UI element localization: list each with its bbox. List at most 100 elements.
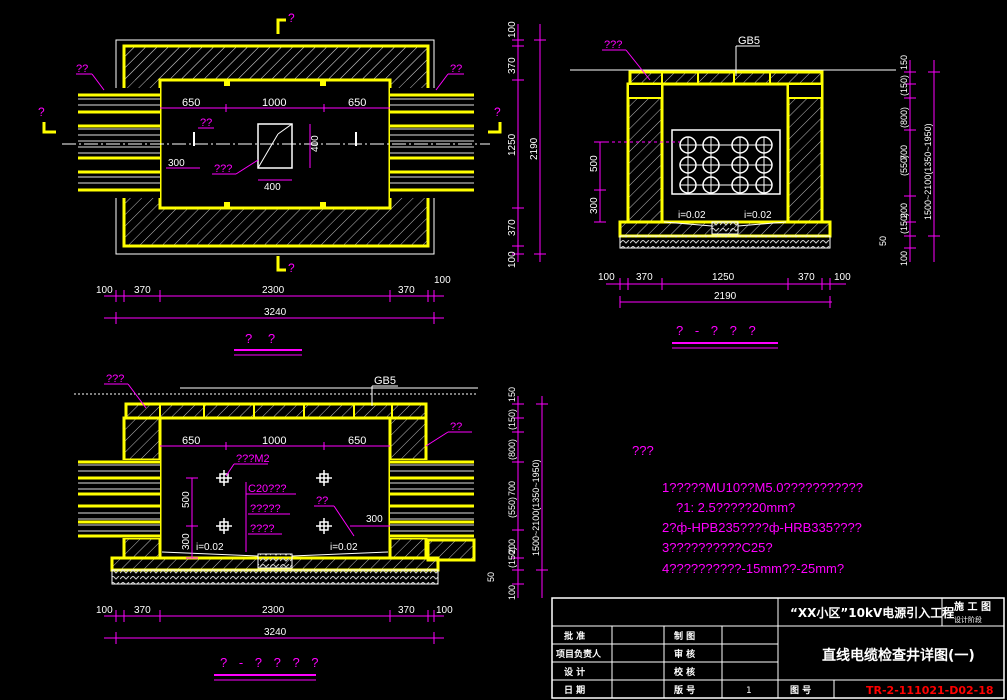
- s2-wall-right-bottom: [388, 536, 428, 560]
- plan-dim-right-3: 370: [507, 219, 518, 236]
- s2-cover-slab: [124, 402, 428, 420]
- notes-line-0: 1?????MU10??M5.0???????????: [662, 480, 863, 495]
- plan-cut-mark-right: [488, 122, 502, 134]
- s1-cover-slab: [628, 70, 824, 86]
- plan-dim-inner-h: 400: [310, 135, 321, 152]
- section-1-view: i=0.02 i=0.02 ??? GB5 500 300 150 (150) …: [570, 35, 940, 349]
- s2-cover-label: ???: [106, 373, 124, 385]
- s1-wall-left: [626, 82, 664, 224]
- plan-cut-mark-bottom: [276, 256, 286, 272]
- s1-dim-50: 50: [878, 236, 888, 246]
- s1-dim-bottom-1: 370: [636, 272, 653, 283]
- plan-conduit-right-lines: [390, 93, 474, 192]
- s2-dim-right-0: 150: [507, 387, 517, 402]
- s1-dim-range-a: 700: [899, 145, 909, 160]
- s1-cover-label: ???: [604, 39, 622, 51]
- plan-dim-bottom-4: 100: [434, 275, 451, 286]
- s2-dim-right-6: 100: [507, 585, 517, 600]
- notes: ??? 1?????MU10??M5.0??????????? ?1: 2.5?…: [632, 443, 863, 576]
- title-block: “XX小区”10kV电源引入工程 施 工 图 设计阶段 直线电缆检查井详图(一)…: [551, 597, 1005, 699]
- tb-drawing-no: TR-2-111021-D02-18: [866, 684, 994, 697]
- plan-cut-mark-top: [276, 18, 286, 34]
- plan-bottom-dim-lines: [104, 290, 444, 324]
- s1-conduit-bank: [671, 129, 781, 195]
- s1-dim-range-b: 1500~2100(1350~1950): [923, 123, 933, 220]
- tb-left-2: 设 计: [564, 666, 585, 678]
- plan-dim-bottom-total: 3240: [264, 307, 287, 318]
- plan-sump: [257, 123, 293, 169]
- plan-section-mark-top: ?: [288, 11, 295, 25]
- s2-dim-bottom-total: 3240: [264, 627, 287, 638]
- s2-dim-bottom-4: 100: [436, 605, 453, 616]
- s2-dim-right-4: 200: [507, 539, 517, 554]
- tb-project: “XX小区”10kV电源引入工程: [790, 605, 954, 620]
- s2-right-dim-lines: [512, 396, 548, 598]
- s2-dim-range-b: 1500~2100(1350~1950): [531, 459, 541, 556]
- tb-left-1: 项目负责人: [556, 648, 602, 660]
- s2-dim-300b: 300: [181, 533, 192, 550]
- plan-title: ? ?: [245, 331, 281, 346]
- s1-dim-500: 500: [589, 155, 600, 172]
- s2-brackets: [216, 470, 332, 534]
- plan-view: ? ? ? ? ?? ?? ?? ??? 650 1000 650 400 40…: [38, 11, 546, 356]
- s2-dim-50: 50: [486, 572, 496, 582]
- tb-drawing-name: 直线电缆检查井详图(一): [822, 647, 975, 664]
- plan-dim-right-2: 1250: [507, 133, 518, 156]
- plan-section-mark-bottom: ?: [288, 261, 295, 275]
- plan-sump-label: ???: [214, 163, 232, 175]
- s2-dim-bottom-0: 100: [96, 605, 113, 616]
- s2-bottom-dim-lines: [104, 610, 444, 644]
- s1-dim-right-4: 200: [899, 203, 909, 218]
- plan-dim-bottom-1: 370: [134, 285, 151, 296]
- tb-drawing-no-label: 图 号: [790, 685, 811, 696]
- s2-wall-left-top: [122, 416, 162, 462]
- s2-conc-label: C20???: [248, 483, 287, 495]
- plan-dim-inner-w: 400: [264, 182, 281, 193]
- s1-dim-300: 300: [589, 197, 600, 214]
- s1-sump: [711, 221, 739, 235]
- tb-stage: 施 工 图: [954, 600, 991, 613]
- s2-dim-right-3: (550): [507, 497, 517, 518]
- section-2-view: i=0.02 i=0.02 ??? GB5 ?? ???M2 C20??? ??…: [74, 373, 548, 681]
- plan-wall-label-left: ??: [76, 63, 88, 75]
- plan-side-mark-right: ?: [494, 105, 501, 119]
- plan-dim-top-2: 650: [348, 97, 366, 109]
- tb-left-0: 批 准: [564, 630, 585, 642]
- plan-wall-marks: [224, 80, 326, 208]
- plan-dim-top-1: 1000: [262, 97, 286, 109]
- s1-dim-bottom-4: 100: [834, 272, 851, 283]
- s1-bottom-dim-lines: [606, 278, 846, 308]
- s1-dim-right-5: (150): [899, 213, 909, 234]
- s2-label-c: ??: [316, 495, 328, 507]
- notes-heading: ???: [632, 443, 654, 458]
- plan-wall-label-right: ??: [450, 63, 462, 75]
- plan-dim-right-1: 370: [507, 57, 518, 74]
- plan-dim-right-4: 100: [507, 251, 518, 268]
- s2-dim-bottom-3: 370: [398, 605, 415, 616]
- s2-label-b: ????: [250, 523, 274, 535]
- s2-label-a: ?????: [250, 503, 281, 515]
- plan-side-mark-left: ?: [38, 105, 45, 119]
- tb-left-3: 日 期: [564, 684, 585, 696]
- s1-dim-right-6: 100: [899, 251, 909, 266]
- s2-dim-500: 500: [181, 491, 192, 508]
- s2-wall-label: ??: [450, 421, 462, 433]
- s2-wall-right-top: [388, 416, 428, 462]
- plan-conduit-left-lines: [78, 93, 160, 192]
- s2-wall-left-bottom: [122, 536, 162, 560]
- s2-dim-right-1: (150): [507, 409, 517, 430]
- s1-dim-right-1: (150): [899, 75, 909, 96]
- tb-mid-0: 制 图: [674, 630, 695, 642]
- plan-hooks: [193, 132, 357, 146]
- s1-dim-right-3: (550): [899, 155, 909, 176]
- s1-dim-bottom-total: 2190: [714, 291, 737, 302]
- notes-line-3: 3??????????C25?: [662, 540, 773, 555]
- tb-version-value: 1: [746, 686, 752, 696]
- tb-mid-1: 审 核: [674, 648, 695, 660]
- s2-dim-top-0: 650: [182, 435, 200, 447]
- plan-dim-bottom-2: 2300: [262, 285, 285, 296]
- notes-line-2: 2?ф-HPB235????ф-HRB335????: [662, 520, 862, 535]
- plan-cut-mark-left: [42, 122, 56, 134]
- plan-right-dim-lines: [512, 24, 546, 262]
